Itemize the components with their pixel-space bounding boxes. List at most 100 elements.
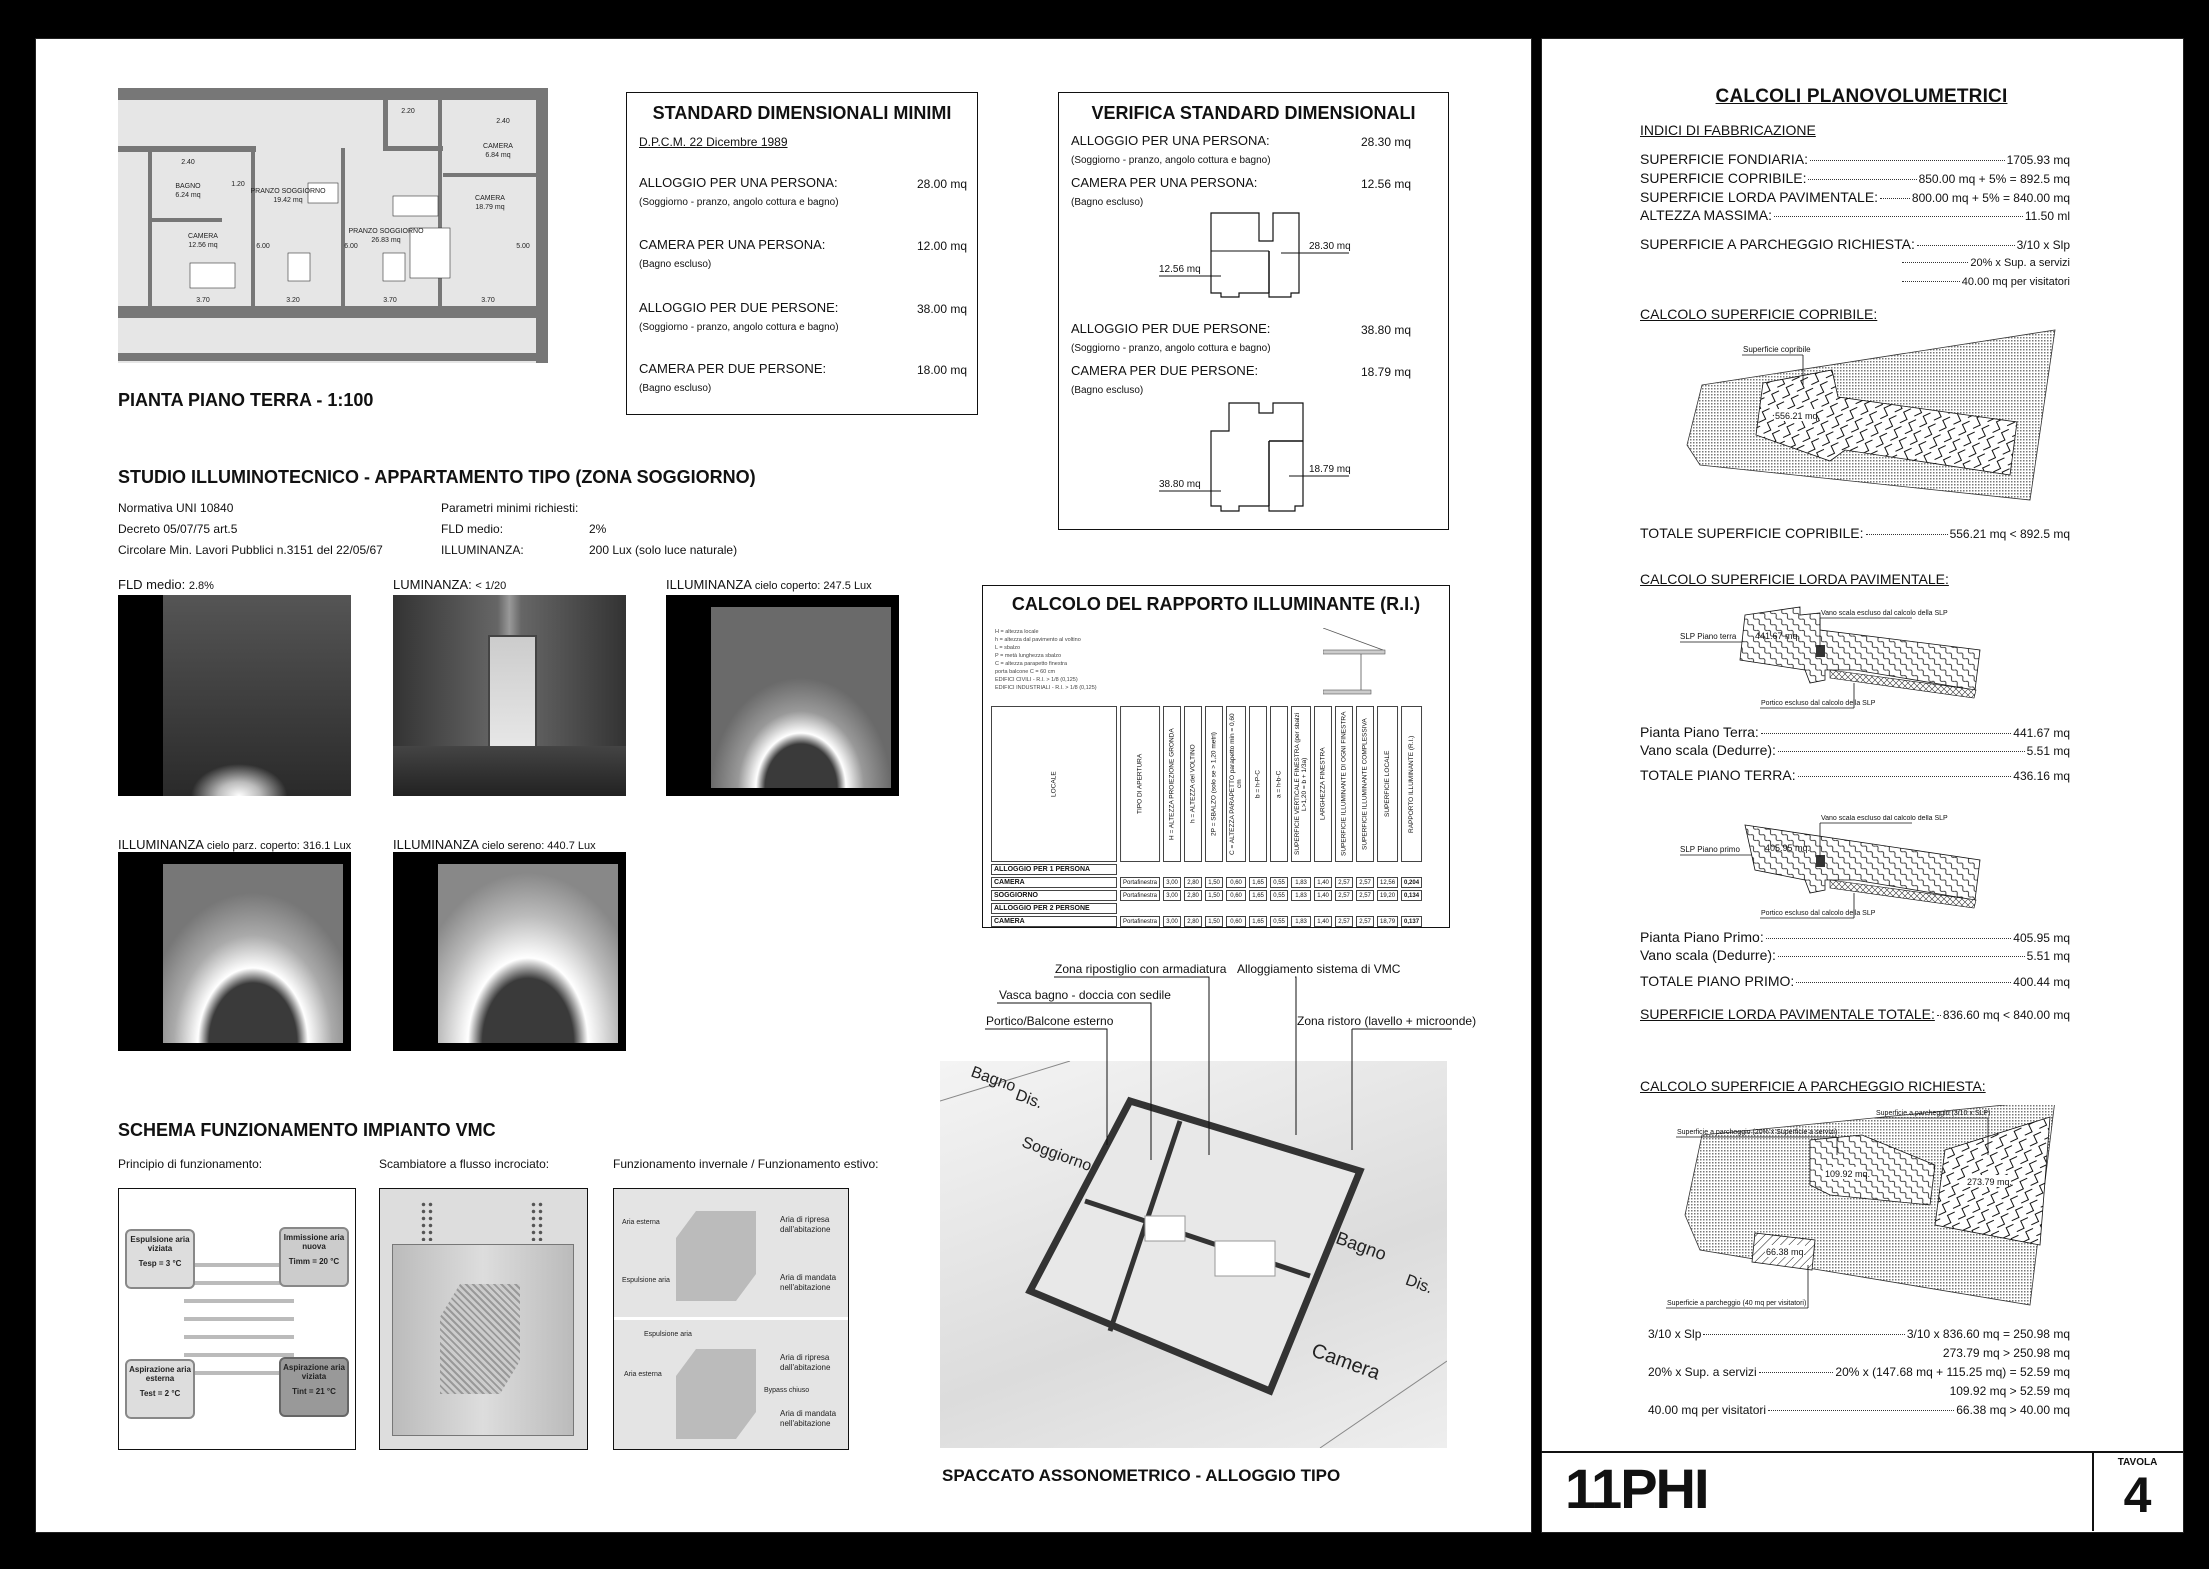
ri-group-row: ALLOGGIO PER 2 PERSONE xyxy=(991,903,1422,914)
ri-cell: 1,40 xyxy=(1314,916,1333,927)
standard-item-value: 38.00 mq xyxy=(917,302,968,316)
ri-cell: SOGGIORNO xyxy=(991,890,1117,901)
parking-label: Superficie a parcheggio (3/10 x SLP) xyxy=(1876,1110,1990,1117)
parking-label: Superficie a parcheggio (40 mq per visit… xyxy=(1667,1300,1806,1307)
slp-label: SLP Piano primo xyxy=(1680,845,1740,854)
ri-cell: 0,60 xyxy=(1226,890,1247,901)
ri-cell: 2,80 xyxy=(1184,916,1203,927)
verifica-item-note: (Soggiorno - pranzo, angolo cottura e ba… xyxy=(1071,343,1271,354)
verifica-item-value: 12.56 mq xyxy=(1361,177,1412,191)
slp-terra-diagram: SLP Piano terra 441.67 mq. Vano scala es… xyxy=(1680,606,1981,709)
dimension-label: 1.20 xyxy=(231,181,245,188)
param-value: 2% xyxy=(589,522,607,536)
parking-area: 273.79 mq. xyxy=(1967,1177,2012,1187)
portico-label: Portico escluso dal calcolo della SLP xyxy=(1761,910,1876,917)
dimension-label: 3.70 xyxy=(196,297,210,304)
standard-item-label: ALLOGGIO PER DUE PERSONE: xyxy=(639,300,839,315)
stair-label: Vano scala escluso dal calcolo della SLP xyxy=(1821,815,1948,822)
ri-cell: 1,50 xyxy=(1205,890,1224,901)
standard-reference: D.P.C.M. 22 Dicembre 1989 xyxy=(639,135,788,149)
ri-column-header: LOCALE xyxy=(991,706,1117,862)
window-section-diagram xyxy=(1323,628,1386,695)
summer-label: Bypass chiuso xyxy=(764,1387,810,1394)
ri-group-label: ALLOGGIO PER 1 PERSONA xyxy=(991,864,1117,875)
copribile-label: Superficie copribile xyxy=(1743,345,1811,354)
copribile-total-row: TOTALE SUPERFICIE COPRIBILE:556.21 mq < … xyxy=(1640,525,2070,541)
render-fld xyxy=(118,595,351,796)
ri-group-row: ALLOGGIO PER 1 PERSONA xyxy=(991,864,1422,875)
verifica-item-label: ALLOGGIO PER UNA PERSONA: xyxy=(1071,133,1270,148)
render-luminanza xyxy=(393,595,626,796)
slp-label: SLP Piano terra xyxy=(1680,632,1737,641)
axonometric-title: SPACCATO ASSONOMETRICO - ALLOGGIO TIPO xyxy=(942,1466,1341,1485)
render-caption: LUMINANZA: < 1/20 xyxy=(393,577,507,592)
plan-area-label: 38.80 mq xyxy=(1159,479,1201,490)
parcheggio-row: SUPERFICIE A PARCHEGGIO RICHIESTA:3/10 x… xyxy=(1640,236,2070,252)
room-area: 12.56 mq xyxy=(188,242,217,249)
primo-row: Pianta Piano Primo:405.95 mq xyxy=(1640,929,2070,945)
callout-label: Vasca bagno - doccia con sedile xyxy=(999,988,1171,1002)
room-area: 26.83 mq xyxy=(371,237,400,244)
verifica-box: VERIFICA STANDARD DIMENSIONALI ALLOGGIO … xyxy=(1058,92,1449,530)
ri-cell: 1,40 xyxy=(1314,890,1333,901)
ri-cell: 19,20 xyxy=(1377,890,1399,901)
terra-row: Pianta Piano Terra:441.67 mq xyxy=(1640,724,2070,740)
ri-cell: 1,65 xyxy=(1249,877,1268,888)
callout-label: Portico/Balcone esterno xyxy=(986,1014,1114,1028)
render-caption: FLD medio: 2.8% xyxy=(118,577,214,592)
indice-row: SUPERFICIE FONDIARIA:1705.93 mq xyxy=(1640,151,2070,167)
vmc-caption: Funzionamento invernale / Funzionamento … xyxy=(613,1157,879,1171)
param-label: FLD medio: xyxy=(441,522,504,536)
dimension-label: 2.20 xyxy=(401,108,415,115)
render-caption: ILLUMINANZA cielo coperto: 247.5 Lux xyxy=(666,577,872,592)
ri-cell: 3,00 xyxy=(1163,916,1182,927)
ri-cell: 0,55 xyxy=(1270,916,1289,927)
standard-item-value: 12.00 mq xyxy=(917,239,968,253)
terra-total-row: TOTALE PIANO TERRA:436.16 mq xyxy=(1640,767,2070,783)
ri-cell: Portafinestra xyxy=(1120,890,1161,901)
ri-cell: 2,57 xyxy=(1335,877,1354,888)
tavola-label: TAVOLA xyxy=(2117,1457,2158,1468)
indici-title: INDICI DI FABBRICAZIONE xyxy=(1640,122,1816,138)
copribile-title: CALCOLO SUPERFICIE COPRIBILE: xyxy=(1640,306,1878,322)
verifica-title: VERIFICA STANDARD DIMENSIONALI xyxy=(1091,103,1416,123)
standard-item-label: ALLOGGIO PER UNA PERSONA: xyxy=(639,175,838,190)
winter-label: Aria di ripresa dall'abitazione xyxy=(780,1215,831,1234)
ri-cell: 0,137 xyxy=(1401,916,1423,927)
vmc-caption: Scambiatore a flusso incrociato: xyxy=(379,1157,550,1171)
room-label: BAGNO xyxy=(175,183,201,190)
render-cielo-sereno xyxy=(393,852,626,1051)
right-sheet xyxy=(1541,38,2184,1533)
standard-item-label: CAMERA PER DUE PERSONE: xyxy=(639,361,827,376)
room-area: 6.84 mq xyxy=(485,152,510,159)
param-value: 200 Lux (solo luce naturale) xyxy=(589,543,738,557)
ri-column-header: a = h-b-C xyxy=(1270,706,1289,862)
ri-column-header: RAPPORTO ILLUMINANTE (R.I.) xyxy=(1401,706,1423,862)
indice-row: SUPERFICIE COPRIBILE:850.00 mq + 5% = 89… xyxy=(1640,170,2070,186)
standard-item-label: CAMERA PER UNA PERSONA: xyxy=(639,237,826,252)
parking-area: 109.92 mq. xyxy=(1825,1169,1870,1179)
callout-leaders xyxy=(985,976,1452,1160)
room-label: PRANZO SOGGIORNO xyxy=(250,188,326,195)
dimension-label: 2.40 xyxy=(496,118,510,125)
summer-label: Aria di ripresa dall'abitazione xyxy=(780,1353,831,1372)
standard-item-note: (Bagno escluso) xyxy=(639,259,712,270)
terra-row: Vano scala (Dedurre):5.51 mq xyxy=(1640,742,2070,758)
parking-area: 66.38 mq. xyxy=(1766,1247,1806,1257)
summer-label: Espulsione aria xyxy=(644,1331,692,1338)
copribile-diagram: Superficie copribile 556.21 mq. xyxy=(1686,329,2056,501)
standard-item-value: 18.00 mq xyxy=(917,363,968,377)
verifica-item-note: (Bagno escluso) xyxy=(1071,385,1144,396)
stair-label: Vano scala escluso dal calcolo della SLP xyxy=(1821,610,1948,617)
verifica-item-label: ALLOGGIO PER DUE PERSONE: xyxy=(1071,321,1271,336)
standard-item-note: (Bagno escluso) xyxy=(639,383,712,394)
copribile-area: 556.21 mq. xyxy=(1775,411,1820,421)
indice-row: ALTEZZA MASSIMA:11.50 ml xyxy=(1640,207,2070,223)
